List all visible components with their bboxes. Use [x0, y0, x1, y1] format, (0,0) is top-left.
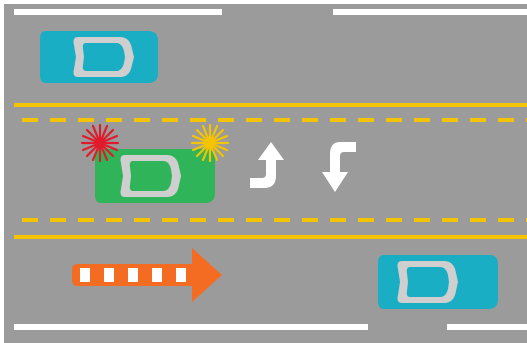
green-car-icon	[95, 149, 215, 203]
top-edge-line-left	[14, 9, 222, 15]
yellow-solid-line-bottom	[14, 235, 527, 239]
blue-car-icon	[378, 255, 498, 309]
bottom-edge-line-left	[14, 324, 368, 330]
top-edge-line-right	[333, 9, 527, 15]
yellow-turn-signal-icon	[192, 125, 228, 161]
red-turn-signal-icon	[82, 125, 118, 161]
blue-car-icon	[40, 31, 158, 83]
bottom-edge-line-right	[447, 324, 527, 330]
yellow-solid-line-top	[14, 103, 527, 107]
